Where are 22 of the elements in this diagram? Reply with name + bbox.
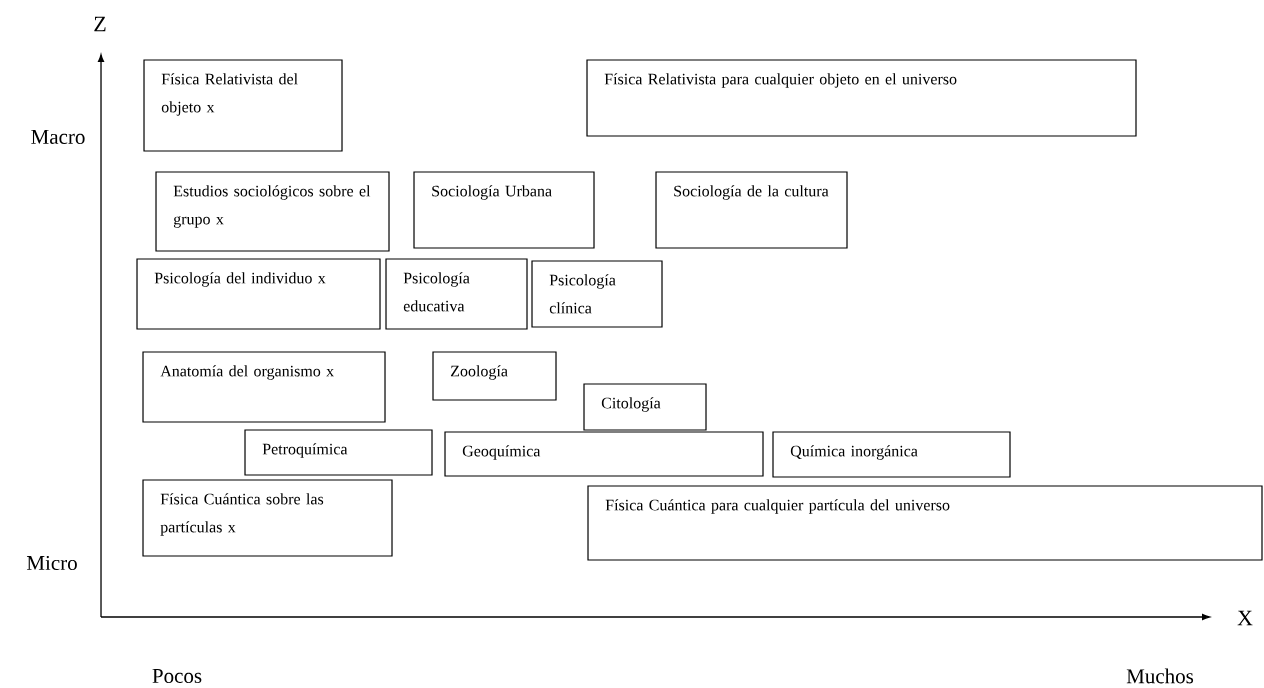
scale-label: Macro xyxy=(31,130,85,144)
topic-box: Estudios sociológicos sobre el grupo x xyxy=(155,171,390,252)
scale-label: Pocos xyxy=(152,669,202,683)
topic-box: Sociología Urbana xyxy=(413,171,595,249)
topic-box: Geoquímica xyxy=(444,431,764,477)
topic-box: Física Relativista del objeto x xyxy=(143,59,343,152)
topic-box: Zoología xyxy=(432,351,557,401)
topic-box: Citología xyxy=(583,383,707,431)
topic-box: Petroquímica xyxy=(244,429,433,476)
topic-box: Psicología educativa xyxy=(385,258,528,330)
topic-box: Física Cuántica para cualquier partícula del universo xyxy=(587,485,1263,561)
topic-box: Sociología de la cultura xyxy=(655,171,848,249)
topic-box: Química inorgánica xyxy=(772,431,1011,478)
scale-label: Micro xyxy=(26,555,77,571)
axis-label: Z xyxy=(94,16,106,32)
scale-label: Muchos xyxy=(1126,668,1194,684)
topic-box: Física Relativista para cualquier objeto en el universo xyxy=(586,59,1137,137)
topic-box: Psicología clínica xyxy=(531,260,663,328)
topic-box: Anatomía del organismo x xyxy=(142,351,386,423)
topic-box: Psicología del individuo x xyxy=(136,258,381,330)
axis-label: X xyxy=(1237,610,1253,626)
topic-box: Física Cuántica sobre las partículas x xyxy=(142,479,393,557)
